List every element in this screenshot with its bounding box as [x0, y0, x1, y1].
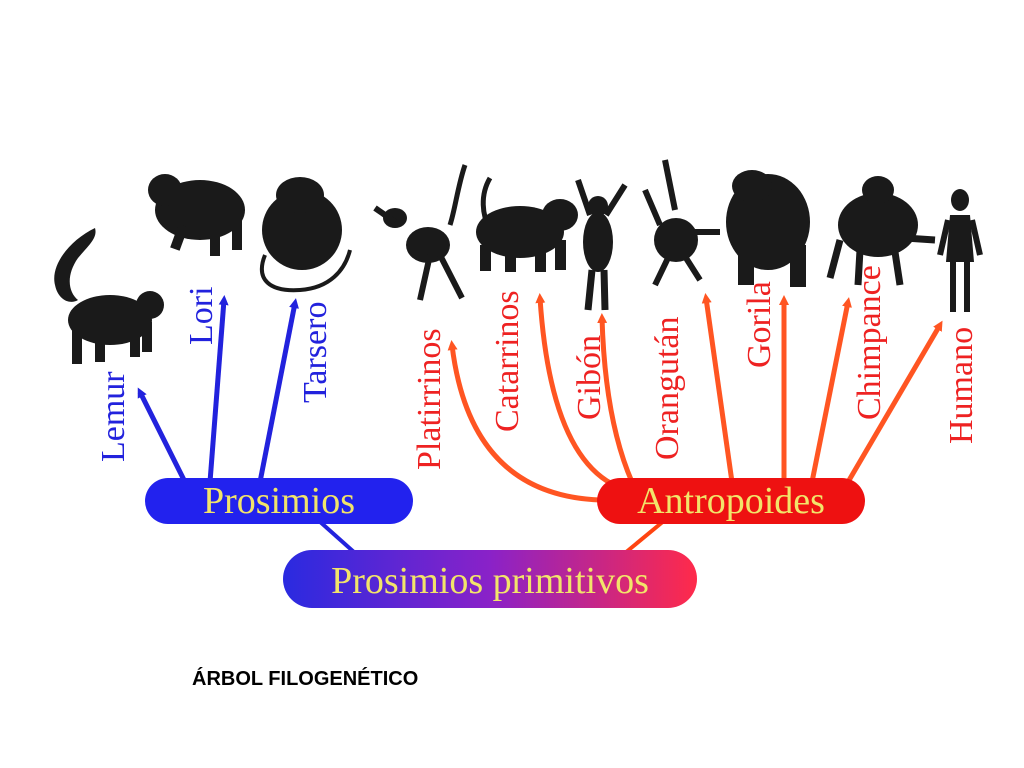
diagram-caption: ÁRBOL FILOGENÉTICO: [192, 668, 419, 690]
node-label-antropoides: Antropoides: [637, 480, 825, 522]
arrow-lori: [207, 295, 229, 483]
node-label-prosimios: Prosimios: [203, 480, 355, 522]
tarsier-icon: [259, 177, 352, 293]
antropoides-taxa-labels: Platirrinos Catarrinos Gibón Orangután G…: [411, 265, 980, 470]
taxon-label-chimpance: Chimpancé: [851, 265, 888, 420]
arrow-gibon: [597, 313, 635, 483]
node-root: Prosimios primitivos: [283, 550, 697, 608]
arrow-tarsero: [257, 298, 299, 483]
taxon-label-lemur: Lemur: [95, 371, 132, 462]
root-to-prosimios-line: [316, 518, 357, 555]
prosimios-taxa-labels: Lemur Lori Tarsero: [95, 286, 334, 462]
taxon-label-gorila: Gorila: [741, 281, 778, 368]
prosimios-arrows: [137, 295, 299, 484]
lemur-icon: [54, 228, 164, 364]
lori-icon: [148, 174, 245, 256]
taxon-label-humano: Humano: [943, 327, 980, 444]
taxon-label-orangutan: Orangután: [649, 316, 686, 460]
antropoides-arrows: [447, 293, 943, 503]
taxon-label-platirrinos: Platirrinos: [411, 328, 448, 470]
root-to-antropoides-line: [623, 518, 667, 555]
taxon-label-gibon: Gibón: [571, 335, 608, 420]
arrow-chimpance: [809, 297, 852, 483]
node-antropoides: Antropoides: [597, 478, 865, 524]
orangutan-icon: [642, 159, 720, 287]
node-label-root: Prosimios primitivos: [331, 560, 649, 602]
silhouettes: [54, 159, 983, 364]
taxon-label-tarsero: Tarsero: [297, 302, 334, 403]
chimpanzee-icon: [826, 176, 936, 286]
arrow-platirrinos: [447, 340, 601, 503]
gibbon-icon: [575, 179, 628, 311]
taxon-label-catarrinos: Catarrinos: [489, 290, 526, 432]
arrow-humano: [845, 320, 943, 484]
gorilla-icon: [726, 170, 810, 287]
human-icon: [937, 189, 983, 312]
arrow-orangutan: [701, 293, 735, 483]
arrow-catarrinos: [535, 293, 614, 487]
baboon-icon: [476, 176, 578, 272]
taxon-label-lori: Lori: [183, 286, 220, 345]
arrow-lemur: [137, 387, 188, 484]
node-prosimios: Prosimios: [145, 478, 413, 524]
spider-monkey-icon: [373, 164, 468, 301]
